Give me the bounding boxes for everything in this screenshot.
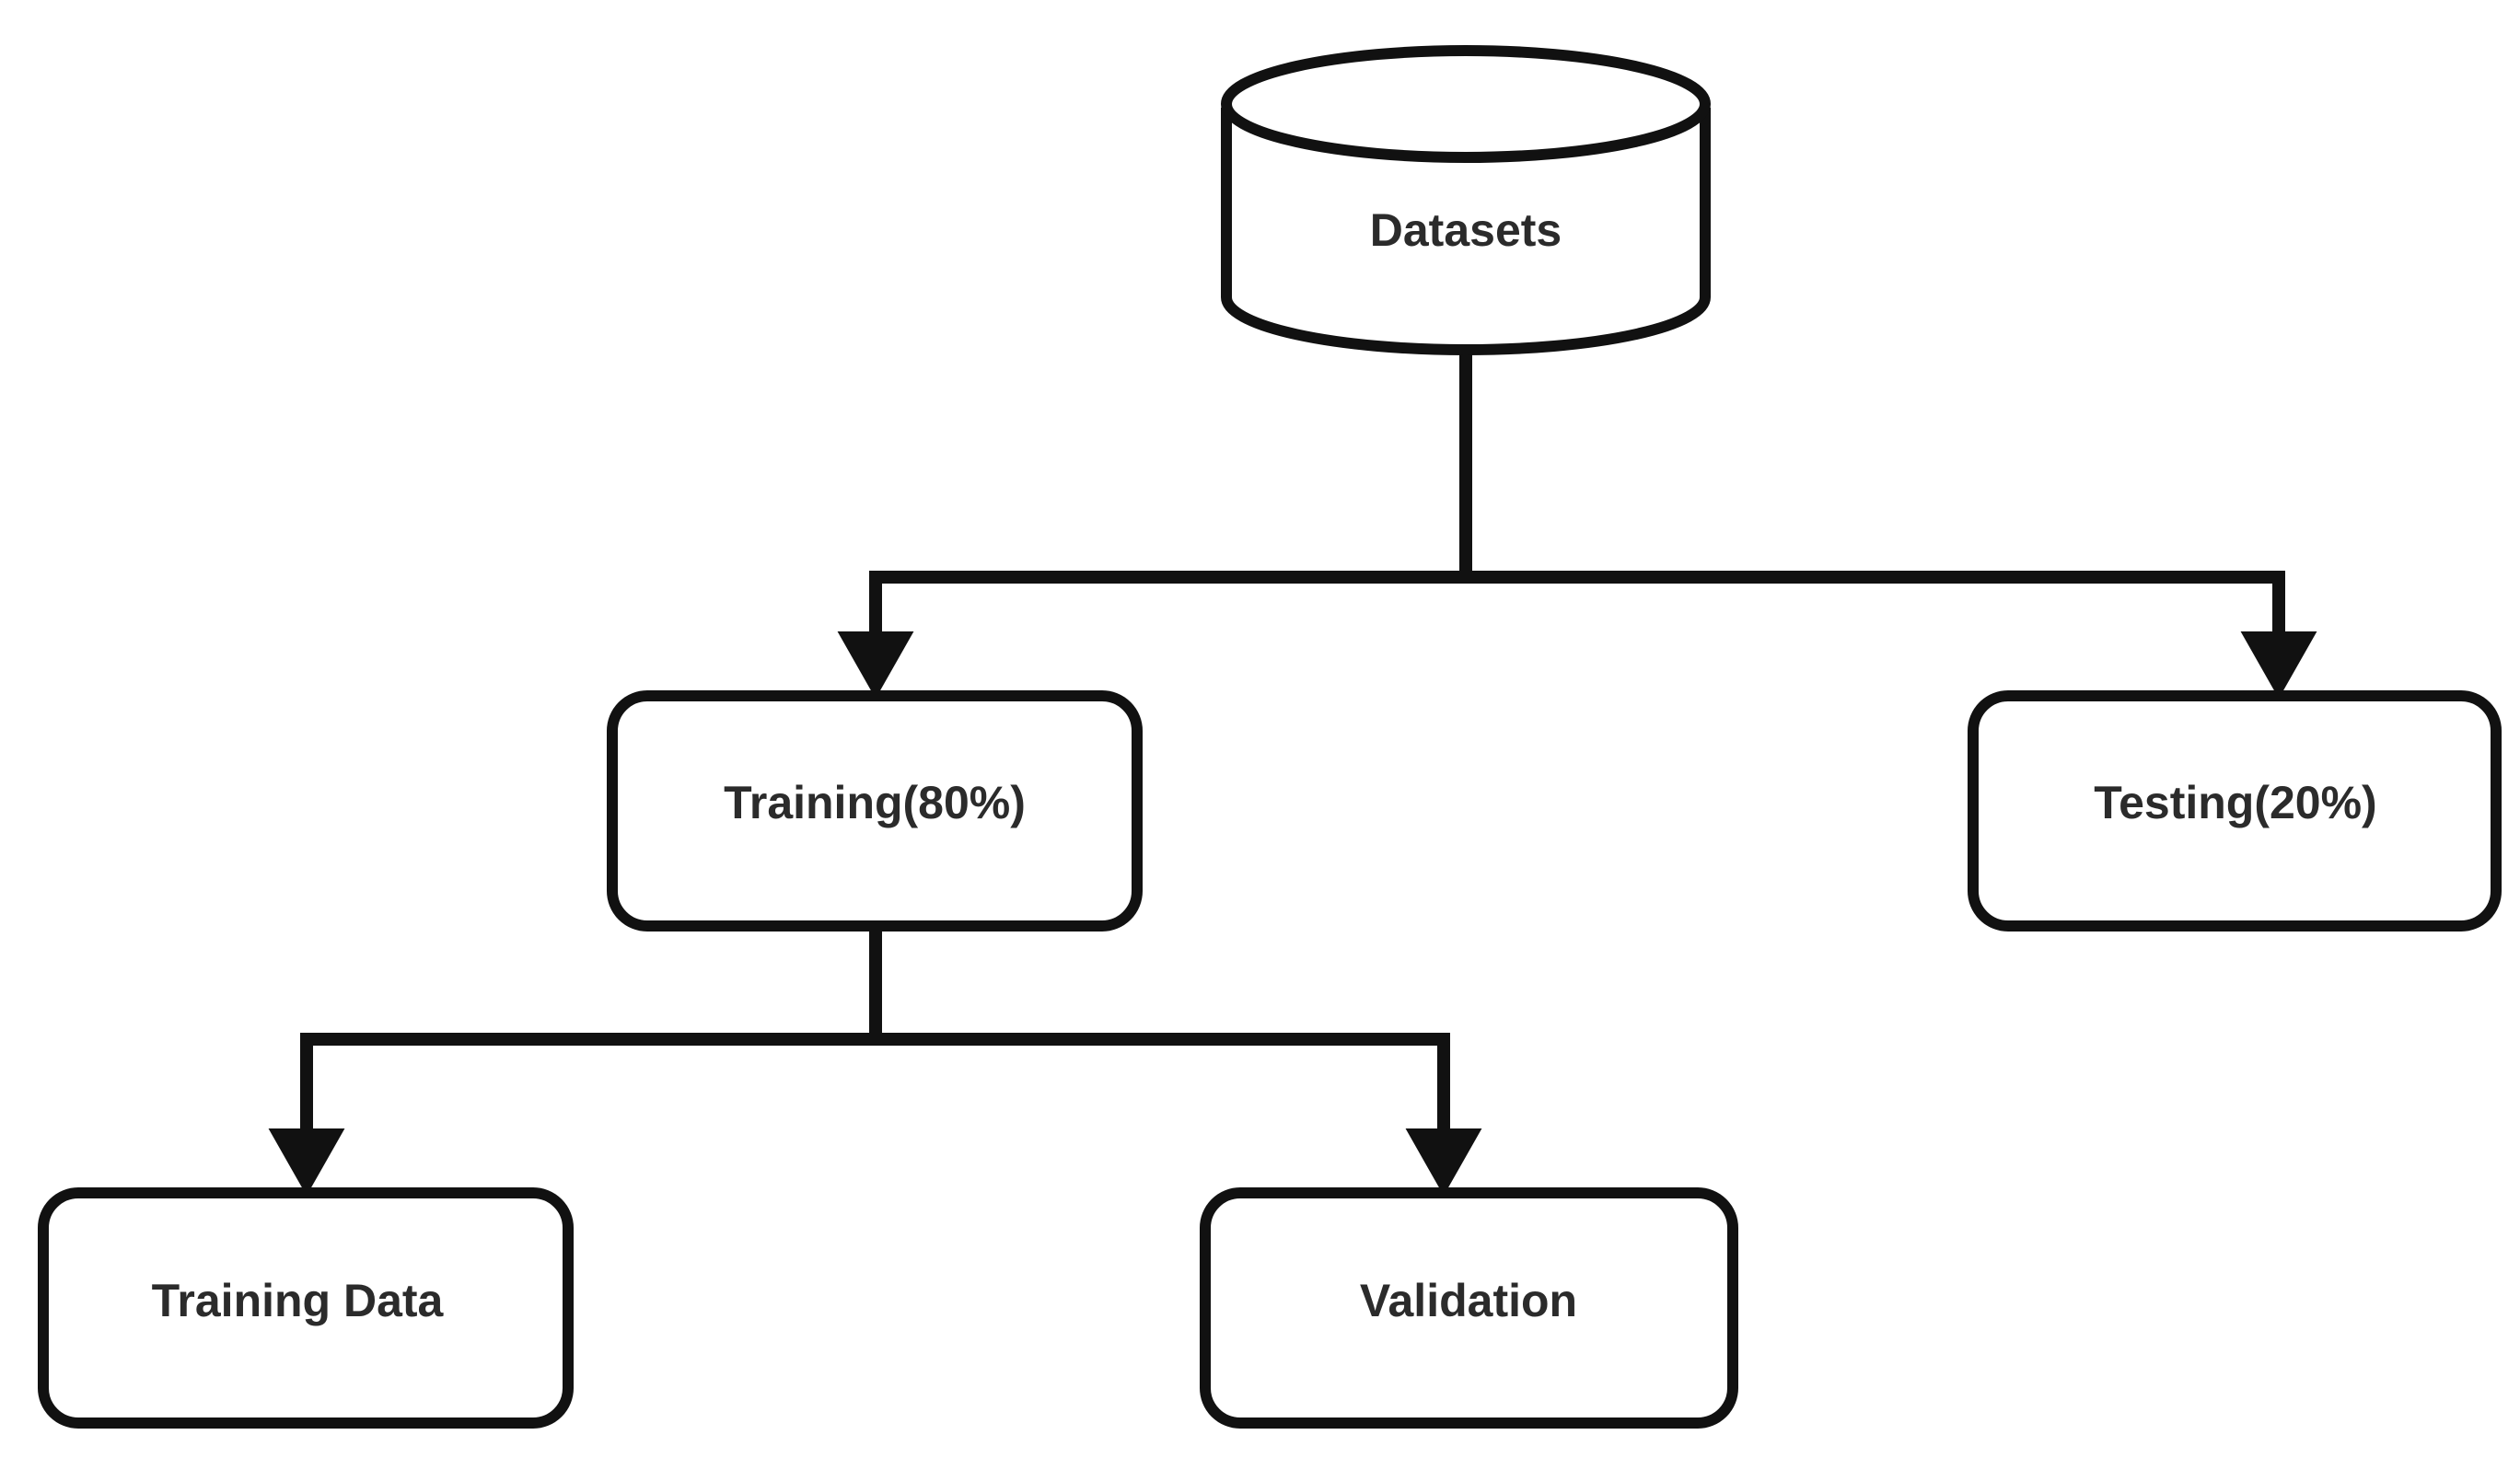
training-data-label: Training Data [152,1275,445,1326]
datasets-cylinder-top [1221,45,1711,163]
validation-label: Validation [1360,1275,1577,1326]
validation-box [1200,1187,1738,1429]
arrowhead-to-testing [2240,631,2317,700]
arrowheads [268,631,2317,1197]
datasets-label: Datasets [1370,204,1562,256]
arrowhead-to-validation [1405,1128,1482,1197]
training-label: Training(80%) [724,777,1026,828]
testing-box [1968,690,2502,932]
node-testing: Testing(20%) [1968,690,2502,932]
node-validation: Validation [1200,1187,1738,1429]
arrowhead-to-training [837,631,914,700]
node-training-data: Training Data [38,1187,574,1429]
connectors [300,347,2285,1148]
training-data-box [38,1187,574,1429]
testing-label: Testing(20%) [2094,777,2376,828]
training-box [607,690,1143,932]
node-datasets: Datasets [1221,45,1711,355]
arrowhead-to-training-data [268,1128,345,1197]
datasets-cylinder-body [1221,108,1711,355]
node-training: Training(80%) [607,690,1143,932]
